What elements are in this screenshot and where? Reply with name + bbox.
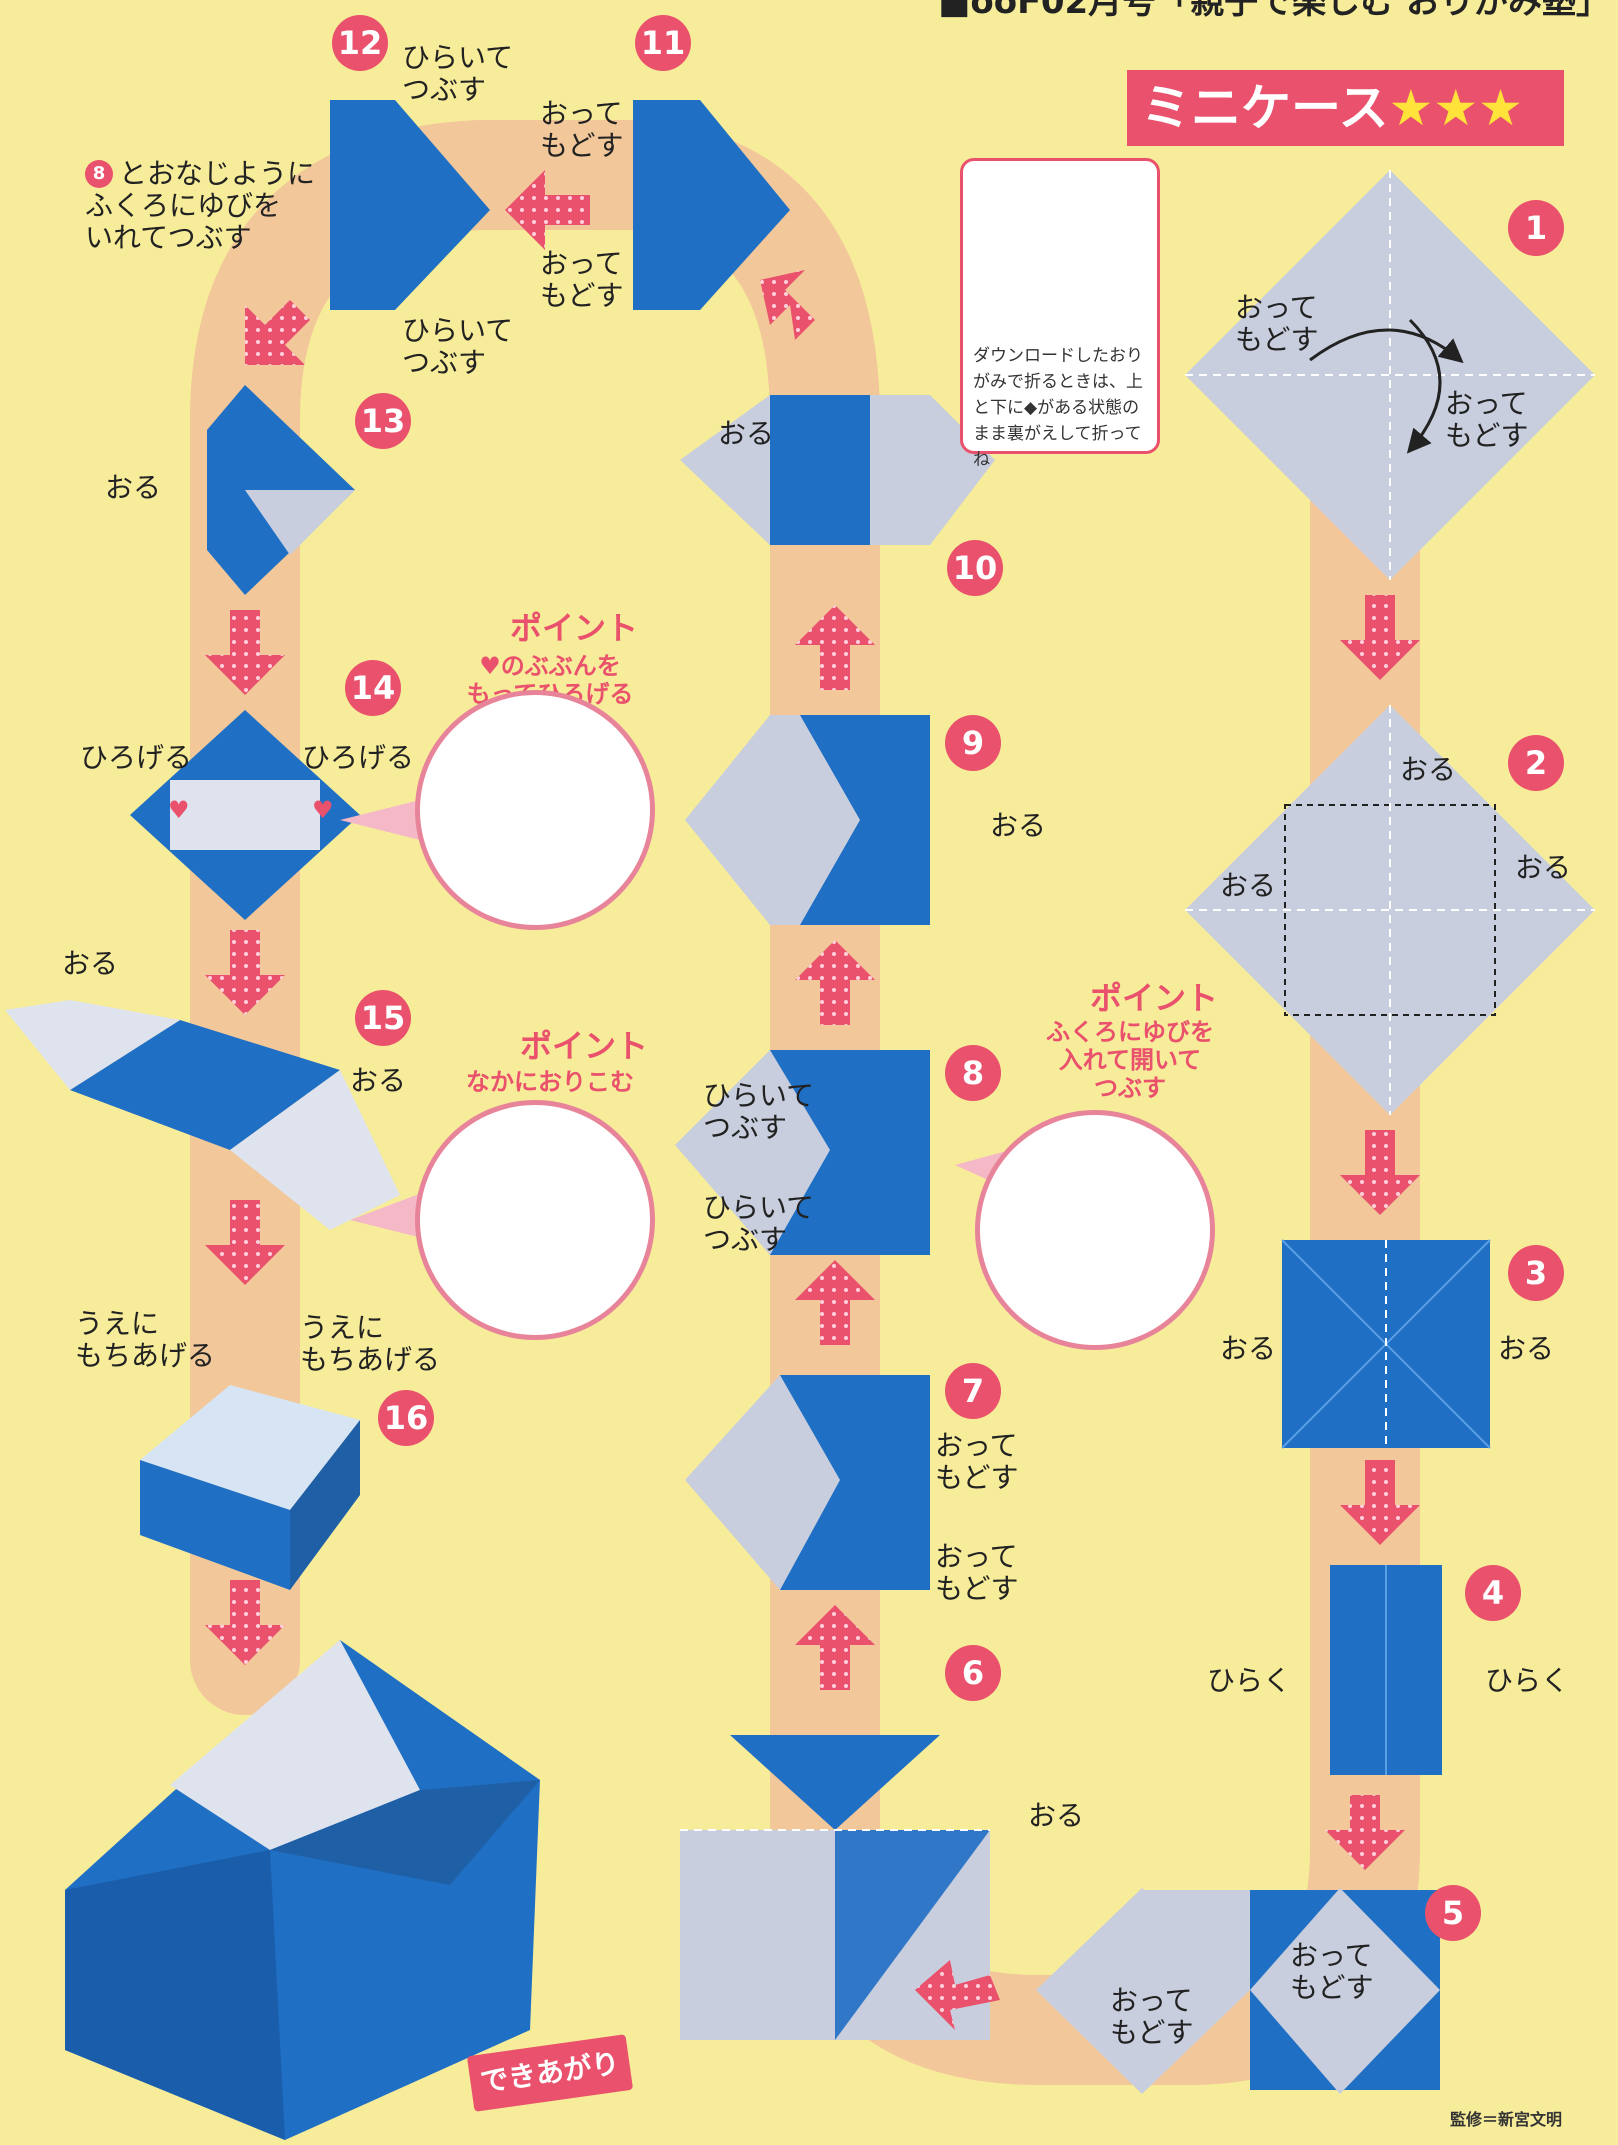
page-title: ミニケース★★★: [1127, 70, 1564, 146]
svg-text:♥: ♥: [312, 796, 334, 824]
magazine-header: ■ööͰ02月号「親子で楽しむ おりがみ塾」: [760, 0, 1610, 22]
step2-label-right: おる: [1515, 852, 1571, 884]
download-note-text: ダウンロードしたおりがみで折るときは、上と下に◆がある状態のまま裏がえして折って…: [973, 343, 1155, 473]
step-number-14: 14: [345, 660, 401, 716]
step12-note: とおなじように ふくろにゆびを いれてつぶす: [85, 158, 315, 254]
title-text: ミニケース: [1141, 79, 1389, 137]
step14-label-right: ひろげる: [302, 742, 414, 774]
point2-body: なかにおりこむ: [450, 1068, 650, 1096]
step12-label-top: ひらいて つぶす: [402, 42, 513, 106]
step1-label-b: おって もどす: [1445, 388, 1528, 452]
step-number-16: 16: [378, 1390, 434, 1446]
step-number-1: 1: [1508, 200, 1564, 256]
download-note-card: ダウンロードしたおりがみで折るときは、上と下に◆がある状態のまま裏がえして折って…: [960, 158, 1160, 454]
point2-photo: [415, 1100, 655, 1340]
step3-label-right: おる: [1498, 1333, 1554, 1365]
step12-label-bottom: ひらいて つぶす: [402, 315, 513, 379]
step16-label-right: うえに もちあげる: [300, 1312, 440, 1376]
step3-label-left: おる: [1220, 1333, 1276, 1365]
step9-paper: [685, 715, 930, 925]
step15-label-left: おる: [62, 948, 118, 980]
point3-photo: [975, 1110, 1215, 1350]
step7-paper: [685, 1375, 930, 1590]
step10-label: おる: [718, 418, 774, 450]
step4-label-right: ひらく: [1485, 1665, 1569, 1697]
credit: 監修＝新宮文明: [1450, 2110, 1562, 2130]
step7-label-top: おって もどす: [935, 1430, 1018, 1494]
step-number-5: 5: [1425, 1885, 1481, 1941]
step-number-2: 2: [1508, 735, 1564, 791]
step2-label-top: おる: [1400, 754, 1456, 786]
step9-label: おる: [990, 810, 1046, 842]
step11-label-top: おって もどす: [540, 98, 623, 162]
step14-label-left: ひろげる: [80, 742, 192, 774]
step1-label-a: おって もどす: [1235, 292, 1318, 356]
step-number-7: 7: [945, 1363, 1001, 1419]
point3-body: ふくろにゆびを 入れて開いて つぶす: [1030, 1018, 1230, 1102]
step7-label-bottom: おって もどす: [935, 1541, 1018, 1605]
point2-title: ポイント: [520, 1028, 648, 1064]
step4-label-left: ひらく: [1207, 1665, 1291, 1697]
step-number-13: 13: [355, 393, 411, 449]
point1-photo: [415, 690, 655, 930]
step4-paper: [1330, 1565, 1442, 1775]
step3-paper: [1282, 1240, 1490, 1448]
step-number-15: 15: [355, 990, 411, 1046]
step-number-10: 10: [947, 540, 1003, 596]
step15-label-right: おる: [350, 1065, 406, 1097]
step2-label-left: おる: [1220, 870, 1276, 902]
step-number-9: 9: [945, 715, 1001, 771]
step16-label-left: うえに もちあげる: [75, 1308, 215, 1372]
step8-label-top: ひらいて つぶす: [703, 1080, 814, 1144]
title-stars: ★★★: [1389, 79, 1523, 137]
step-number-8: 8: [945, 1045, 1001, 1101]
step8-label-bottom: ひらいて つぶす: [703, 1192, 814, 1256]
step-number-11: 11: [635, 15, 691, 71]
point1-title: ポイント: [510, 610, 638, 646]
step-number-3: 3: [1508, 1245, 1564, 1301]
step5-label-right: おって もどす: [1290, 1940, 1373, 2004]
step11-label-bottom: おって もどす: [540, 248, 623, 312]
svg-text:♥: ♥: [168, 796, 190, 824]
step-number-4: 4: [1465, 1565, 1521, 1621]
step13-label: おる: [105, 472, 161, 504]
step-number-12: 12: [332, 15, 388, 71]
step5-label-left: おって もどす: [1110, 1985, 1193, 2049]
point3-title: ポイント: [1090, 980, 1218, 1016]
step-number-6: 6: [945, 1645, 1001, 1701]
step16-paper: [140, 1385, 360, 1590]
step6-label: おる: [1028, 1800, 1084, 1832]
